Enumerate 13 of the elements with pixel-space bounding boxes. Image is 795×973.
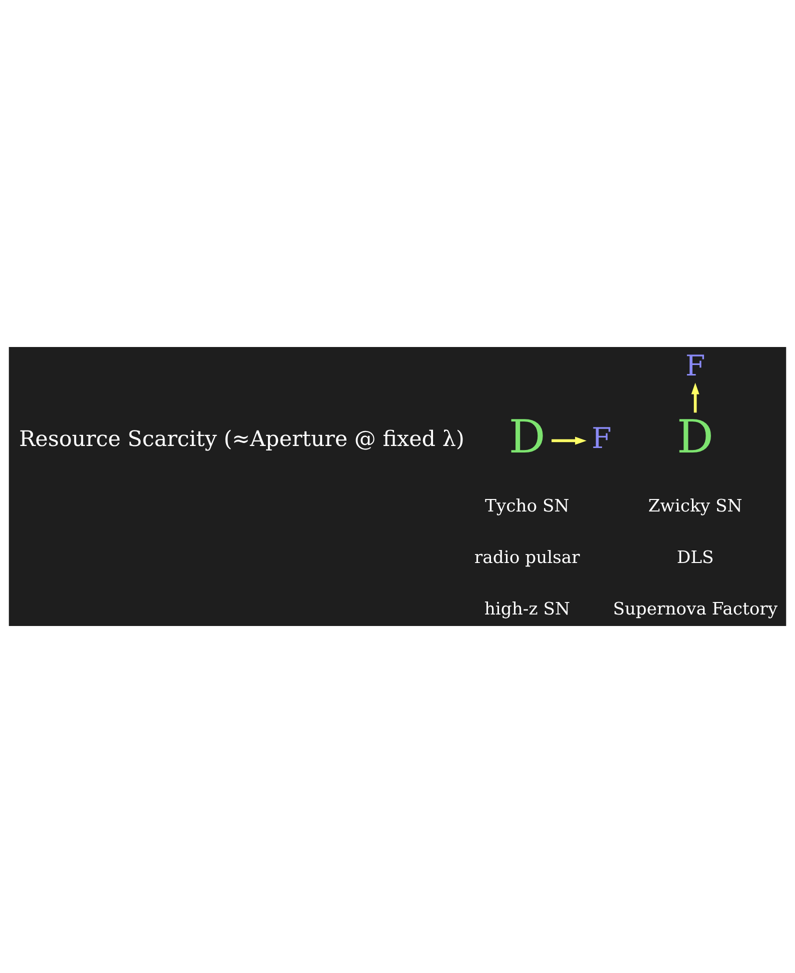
node-text: D xyxy=(508,410,546,464)
node-text: F xyxy=(685,348,706,383)
label: Tycho SN xyxy=(484,496,570,517)
label: Supernova Factory xyxy=(612,600,778,620)
node-text: F xyxy=(592,420,612,455)
label: Resource Scarcity (≈Aperture @ fixed λ) xyxy=(19,427,464,452)
arrow xyxy=(552,436,587,445)
label: high-z SN xyxy=(484,600,570,620)
arrow xyxy=(691,382,700,413)
label: radio pulsar xyxy=(474,548,580,568)
label: Zwicky SN xyxy=(648,496,742,517)
node-text: D xyxy=(676,410,714,464)
label: DLS xyxy=(676,548,714,568)
